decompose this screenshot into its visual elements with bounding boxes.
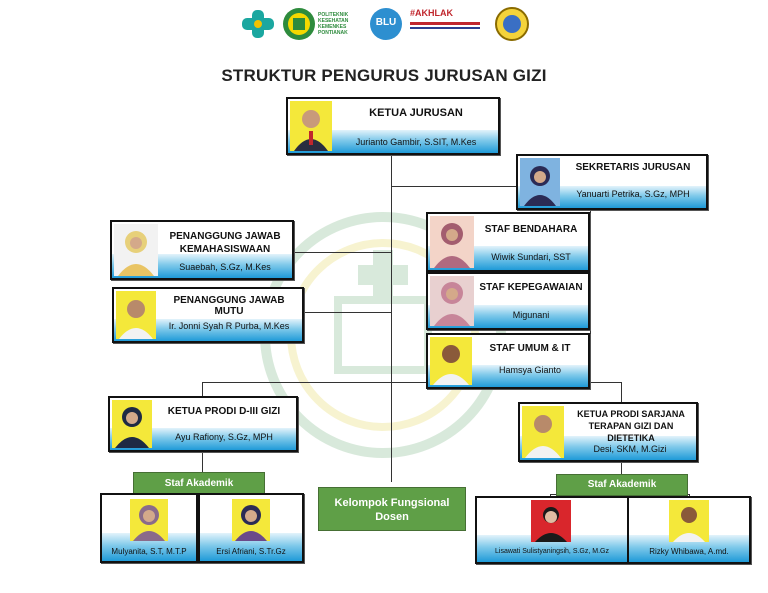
staf-s2: Ersi Afriani, S.Tr.Gz <box>198 493 304 563</box>
akhlak-logo-text: #AKHLAK <box>410 8 454 18</box>
staf-s2-photo-avatar <box>232 499 270 541</box>
node-prodi-d3: KETUA PRODI D-III GIZI Ayu Rafiony, S.Gz… <box>108 396 298 452</box>
umum-photo-avatar <box>430 337 472 385</box>
poltekkes-logo-icon <box>283 8 315 40</box>
prodi-sarjana-photo-avatar <box>522 406 564 458</box>
connector-sekretaris <box>391 186 518 187</box>
blu-logo-text: BLU <box>375 17 397 28</box>
node-staf-bendahara: STAF BENDAHARA Wiwik Sundari, SST <box>426 212 590 272</box>
kepegawaian-photo-avatar <box>430 276 474 326</box>
ketua-role: KETUA JURUSAN <box>369 107 463 119</box>
staf-s1: Mulyanita, S.T, M.T.P <box>100 493 198 563</box>
kemenkes-logo-icon <box>242 10 274 38</box>
pj-mutu-name: Ir. Jonni Syah R Purba, M.Kes <box>168 321 290 331</box>
page-title: STRUKTUR PENGURUS JURUSAN GIZI <box>221 66 547 85</box>
bendahara-role: STAF BENDAHARA <box>484 224 578 235</box>
staf-s2-name: Ersi Afriani, S.Tr.Gz <box>216 547 286 556</box>
pj-kemahasiswaan-name: Suaebah, S.Gz, M.Kes <box>179 262 271 272</box>
sekretaris-name: Yanuarti Petrika, S.Gz, MPH <box>576 189 690 199</box>
bendahara-name: Wiwik Sundari, SST <box>491 252 571 262</box>
node-sekretaris: SEKRETARIS JURUSAN Yanuarti Petrika, S.G… <box>516 154 708 210</box>
prodi-sarjana-name: Desi, SKM, M.Gizi <box>593 444 667 454</box>
main-connector <box>391 152 392 482</box>
connector-prodi <box>202 382 622 383</box>
connector-staf-akademik-right <box>621 458 622 474</box>
connector-prodi-right <box>621 382 622 402</box>
staf-s4: Rizky Whibawa, A.md. <box>627 496 751 564</box>
blu-logo-icon <box>370 8 402 40</box>
sekretaris-role: SEKRETARIS JURUSAN <box>575 162 691 173</box>
bendahara-photo-avatar <box>430 216 474 268</box>
staf-s4-name: Rizky Whibawa, A.md. <box>649 547 729 556</box>
ketua-name: Jurianto Gambir, S.SIT, M.Kes <box>355 137 477 147</box>
seal-logo-icon <box>495 7 529 41</box>
prodi-d3-name: Ayu Rafiony, S.Gz, MPH <box>175 432 273 442</box>
ketua-photo-avatar <box>290 101 332 151</box>
umum-name: Hamsya Gianto <box>498 365 562 375</box>
connector-staf-akademik-left <box>202 448 203 472</box>
staf-s3-name: Lisawati Sulistyaningsih, S.Gz, M.Gz <box>495 548 609 555</box>
staf-s4-photo-avatar <box>669 500 709 542</box>
node-staf-kepegawaian: STAF KEPEGAWAIAN Migunani <box>426 272 590 330</box>
umum-role: STAF UMUM & IT <box>489 343 571 354</box>
sekretaris-photo-avatar <box>520 158 560 206</box>
kepegawaian-name: Migunani <box>512 310 550 320</box>
connector-staf-right <box>590 206 591 356</box>
connector-prodi-left <box>202 382 203 396</box>
staf-s1-photo-avatar <box>130 499 168 541</box>
connector-pj-mutu <box>300 312 391 313</box>
node-ketua-jurusan: KETUA JURUSAN Jurianto Gambir, S.SIT, M.… <box>286 97 500 155</box>
staf-s1-name: Mulyanita, S.T, M.T.P <box>111 547 187 556</box>
logo-bar: POLITEKNIK KESEHATAN KEMENKES PONTIANAK … <box>238 6 538 42</box>
staf-akademik-right-label: Staf Akademik <box>556 474 688 496</box>
node-staf-umum: STAF UMUM & IT Hamsya Gianto <box>426 333 590 389</box>
staf-s3: Lisawati Sulistyaningsih, S.Gz, M.Gz <box>475 496 629 564</box>
pj-mutu-photo-avatar <box>116 291 156 339</box>
staf-akademik-left-label: Staf Akademik <box>133 472 265 495</box>
prodi-d3-photo-avatar <box>112 400 152 448</box>
pj-mutu-role: PENANGGUNG JAWAB MUTU <box>173 295 285 317</box>
pj-kemahasiswaan-photo-avatar <box>114 224 158 276</box>
staf-s3-photo-avatar <box>531 500 571 542</box>
akhlak-logo: #AKHLAK <box>410 8 484 29</box>
connector-pj-kemahasiswaan <box>290 252 391 253</box>
poltekkes-logo-text: POLITEKNIK KESEHATAN KEMENKES PONTIANAK <box>318 12 349 36</box>
kepegawaian-role: STAF KEPEGAWAIAN <box>479 282 583 293</box>
node-pj-mutu: PENANGGUNG JAWAB MUTU Ir. Jonni Syah R P… <box>112 287 304 343</box>
prodi-d3-role: KETUA PRODI D-III GIZI <box>167 406 281 417</box>
